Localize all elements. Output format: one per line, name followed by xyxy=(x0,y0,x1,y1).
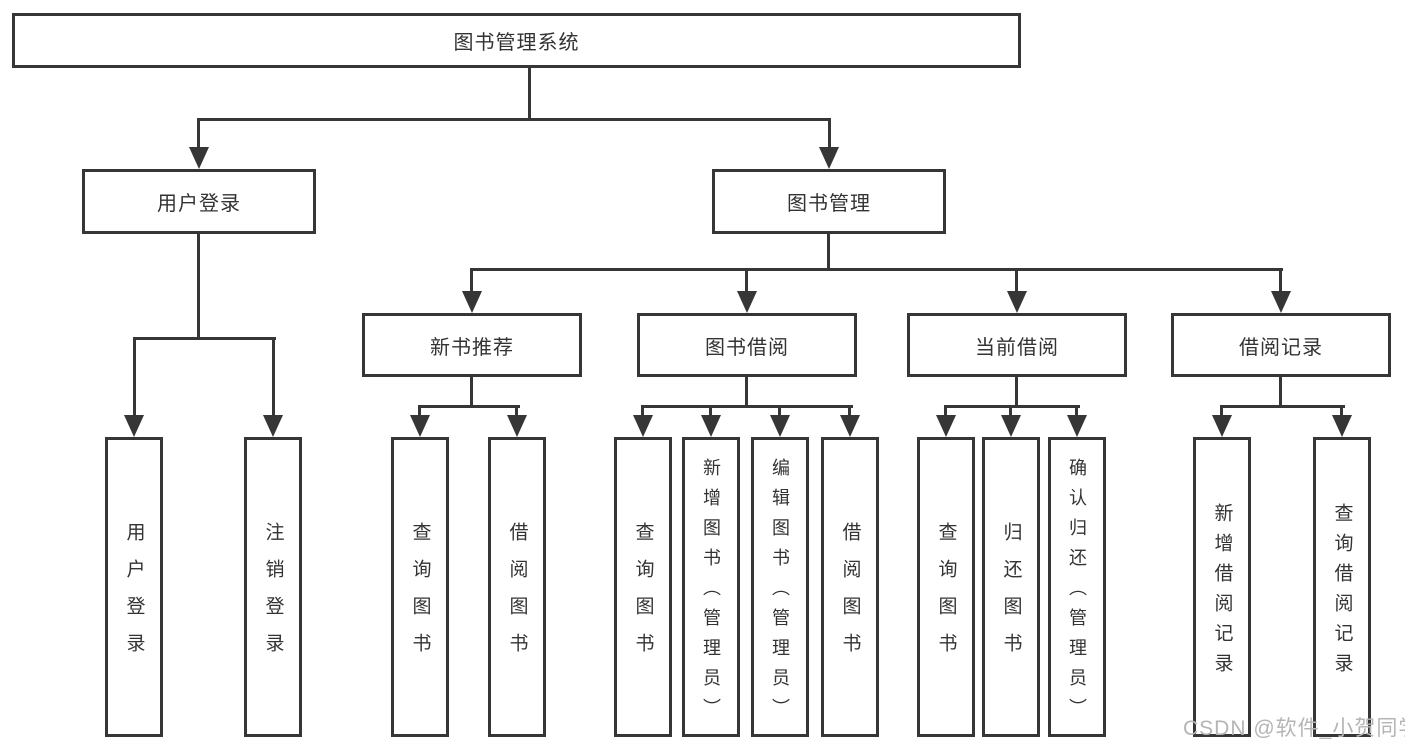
csdn-watermark: CSDN @软件_小贺同学 xyxy=(1183,717,1405,740)
connector-drop-new-books xyxy=(470,268,473,293)
leaf-query-books-current: 查询图书 xyxy=(917,437,975,737)
connector-borrow-records-vertical xyxy=(1279,377,1282,408)
connector-drop-leaf xyxy=(133,337,136,417)
arrow-down-icon xyxy=(1067,415,1087,437)
arrow-down-icon xyxy=(410,415,430,437)
arrow-down-icon xyxy=(263,415,283,437)
leaf-borrow-books-borrowing: 借阅图书 xyxy=(821,437,879,737)
connector-borrow-records-horizontal xyxy=(1220,405,1345,408)
arrow-down-icon xyxy=(819,147,839,169)
leaf-label: 借阅图书 xyxy=(506,522,528,670)
connector-drop-leaf xyxy=(848,405,851,417)
arrow-down-icon xyxy=(936,415,956,437)
arrow-down-icon xyxy=(840,415,860,437)
connector-drop-leaf xyxy=(641,405,644,417)
arrow-down-icon xyxy=(189,147,209,169)
leaf-label: 注销登录 xyxy=(262,522,284,670)
connector-current-borrow-vertical xyxy=(1015,377,1018,408)
leaf-query-books-newbooks: 查询图书 xyxy=(391,437,449,737)
arrow-down-icon xyxy=(701,415,721,437)
leaf-label: 借阅图书 xyxy=(839,522,861,670)
leaf-label: 查询图书 xyxy=(409,522,431,670)
arrow-down-icon xyxy=(633,415,653,437)
leaf-label: 查询图书 xyxy=(632,522,654,670)
leaf-logout: 注销登录 xyxy=(244,437,302,737)
leaf-label: 查询借阅记录 xyxy=(1331,502,1353,683)
connector-drop-book-management xyxy=(828,118,831,151)
connector-user-login-vertical xyxy=(197,234,200,340)
leaf-confirm-return-admin: 确认归还（管理员） xyxy=(1048,437,1106,737)
leaf-label: 用户登录 xyxy=(123,522,145,670)
connector-book-management-vertical xyxy=(827,234,830,271)
leaf-label: 归还图书 xyxy=(1000,522,1022,670)
leaf-label: 查询图书 xyxy=(935,522,957,670)
connector-drop-leaf xyxy=(515,405,518,417)
connector-book-borrow-vertical xyxy=(745,377,748,408)
node-user-login: 用户登录 xyxy=(82,169,316,234)
node-label: 图书管理系统 xyxy=(453,32,580,54)
node-label: 图书借阅 xyxy=(705,336,789,359)
leaf-label: 确认归还（管理员） xyxy=(1067,458,1087,728)
node-book-borrowing: 图书借阅 xyxy=(637,313,857,377)
arrow-down-icon xyxy=(124,415,144,437)
connector-drop-leaf xyxy=(1220,405,1223,417)
leaf-label: 新增借阅记录 xyxy=(1211,502,1233,683)
connector-root-vertical xyxy=(528,68,531,121)
arrow-down-icon xyxy=(1001,415,1021,437)
node-new-book-recommend: 新书推荐 xyxy=(362,313,582,377)
node-label: 图书管理 xyxy=(787,193,871,215)
connector-drop-leaf xyxy=(778,405,781,417)
connector-drop-leaf xyxy=(944,405,947,417)
connector-book-borrow-horizontal xyxy=(641,405,853,408)
arrow-down-icon xyxy=(507,415,527,437)
leaf-user-login: 用户登录 xyxy=(105,437,163,737)
node-library-management-system: 图书管理系统 xyxy=(12,13,1021,68)
leaf-return-books: 归还图书 xyxy=(982,437,1040,737)
arrow-down-icon xyxy=(737,291,757,313)
leaf-label: 新增图书（管理员） xyxy=(701,458,721,728)
leaf-query-books-borrowing: 查询图书 xyxy=(614,437,672,737)
connector-drop-leaf xyxy=(272,337,275,417)
node-borrowing-records: 借阅记录 xyxy=(1171,313,1391,377)
connector-new-books-horizontal xyxy=(418,405,520,408)
connector-drop-current-borrow xyxy=(1015,268,1018,293)
node-label: 借阅记录 xyxy=(1239,336,1323,359)
arrow-down-icon xyxy=(1007,291,1027,313)
connector-current-borrow-horizontal xyxy=(944,405,1080,408)
arrow-down-icon xyxy=(770,415,790,437)
arrow-down-icon xyxy=(1212,415,1232,437)
connector-drop-leaf xyxy=(1009,405,1012,417)
node-current-borrowing: 当前借阅 xyxy=(907,313,1127,377)
leaf-query-borrow-record: 查询借阅记录 xyxy=(1313,437,1371,737)
arrow-down-icon xyxy=(1271,291,1291,313)
leaf-add-borrow-record: 新增借阅记录 xyxy=(1193,437,1251,737)
connector-level1-horizontal xyxy=(197,118,831,121)
leaf-label: 编辑图书（管理员） xyxy=(770,458,790,728)
connector-drop-user-login xyxy=(197,118,200,151)
connector-drop-borrow-records xyxy=(1279,268,1282,293)
connector-new-books-vertical xyxy=(470,377,473,408)
connector-drop-leaf xyxy=(709,405,712,417)
connector-level2-horizontal xyxy=(470,268,1283,271)
connector-user-login-horizontal xyxy=(133,337,276,340)
leaf-edit-books-admin: 编辑图书（管理员） xyxy=(751,437,809,737)
connector-drop-book-borrow xyxy=(745,268,748,293)
leaf-add-books-admin: 新增图书（管理员） xyxy=(682,437,740,737)
node-book-management: 图书管理 xyxy=(712,169,946,234)
connector-drop-leaf xyxy=(1075,405,1078,417)
leaf-borrow-books-newbooks: 借阅图书 xyxy=(488,437,546,737)
node-label: 新书推荐 xyxy=(430,336,514,359)
arrow-down-icon xyxy=(462,291,482,313)
arrow-down-icon xyxy=(1332,415,1352,437)
node-label: 用户登录 xyxy=(157,193,241,215)
connector-drop-leaf xyxy=(418,405,421,417)
connector-drop-leaf xyxy=(1340,405,1343,417)
node-label: 当前借阅 xyxy=(975,336,1059,359)
